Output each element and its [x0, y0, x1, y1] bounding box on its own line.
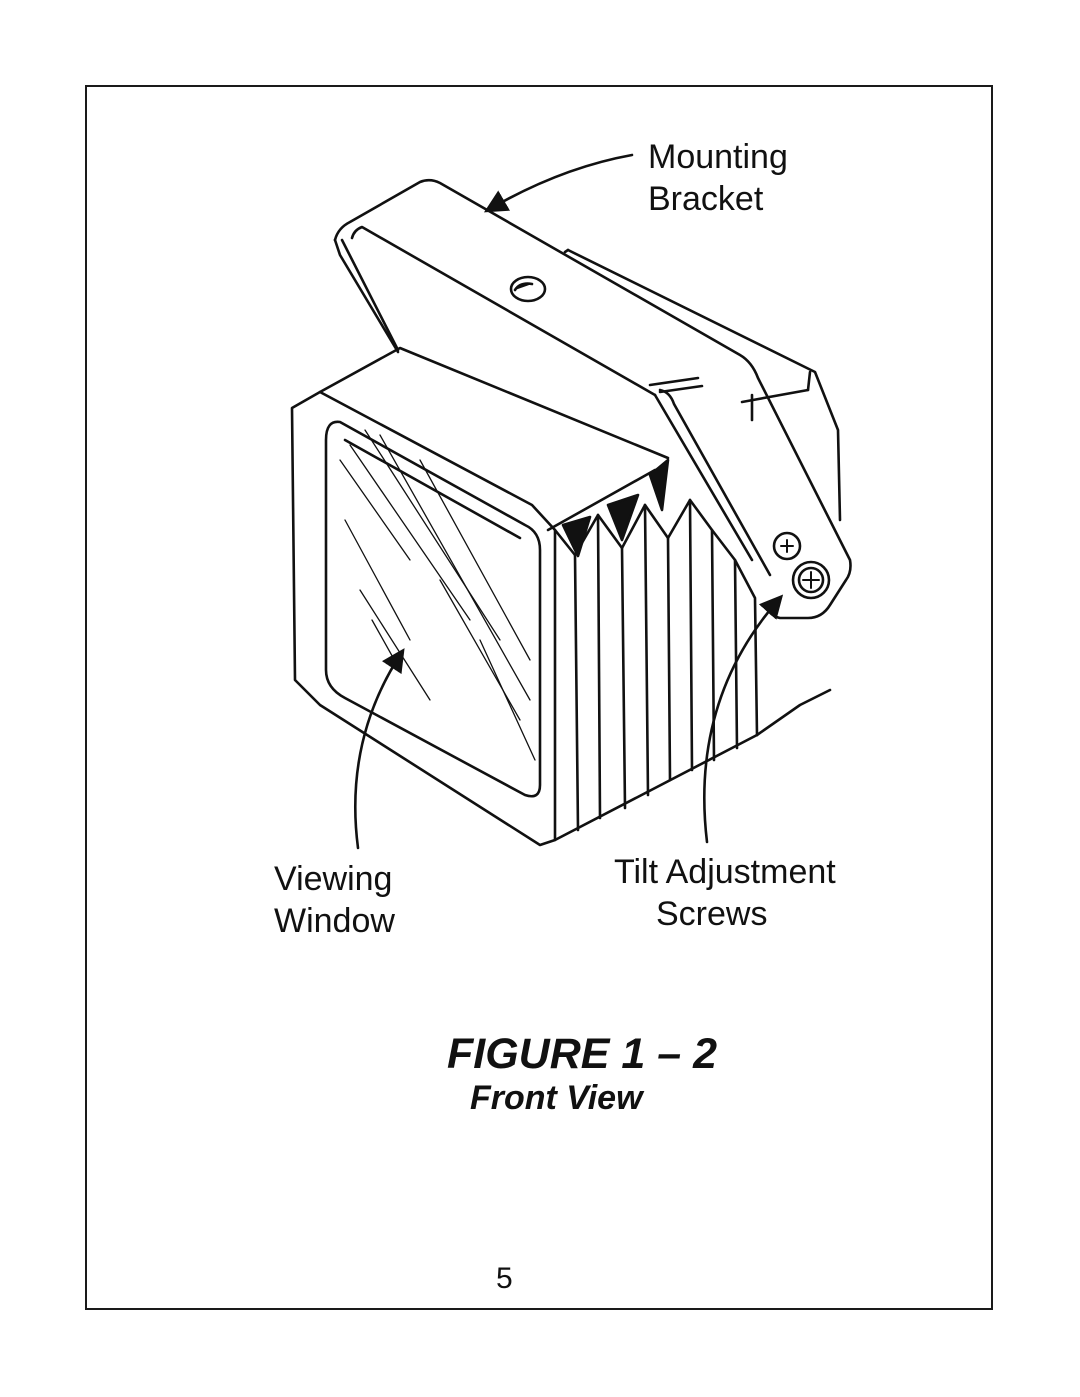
figure-subtitle: Front View: [470, 1079, 643, 1117]
viewing-window: [324, 420, 542, 798]
figure-title: FIGURE 1 – 2: [447, 1030, 718, 1078]
tilt-screws-label: Tilt Adjustment Screws: [614, 851, 836, 935]
mounting-bracket-label: Mounting Bracket: [648, 136, 788, 220]
page-border: [85, 85, 993, 1310]
mounting-bracket-label-line2: Bracket: [648, 180, 764, 218]
viewing-window-label-line2: Window: [274, 902, 395, 940]
viewing-window-label-line1: Viewing: [274, 860, 393, 898]
mounting-bracket-label-line1: Mounting: [648, 138, 788, 176]
mounting-bracket-arrow: [483, 153, 634, 213]
rear-housing: [563, 248, 842, 522]
mounting-bracket: [333, 178, 852, 620]
viewing-window-label: Viewing Window: [274, 858, 395, 942]
tilt-screws-arrow: [703, 594, 784, 844]
heat-sink-fins: [553, 458, 832, 842]
page-number: 5: [496, 1262, 513, 1295]
tilt-screws-label-line1: Tilt Adjustment: [614, 853, 836, 891]
tilt-screws-label-line2: Screws: [656, 895, 768, 933]
viewing-window-arrow: [353, 648, 405, 850]
tilt-screws: [772, 531, 831, 600]
